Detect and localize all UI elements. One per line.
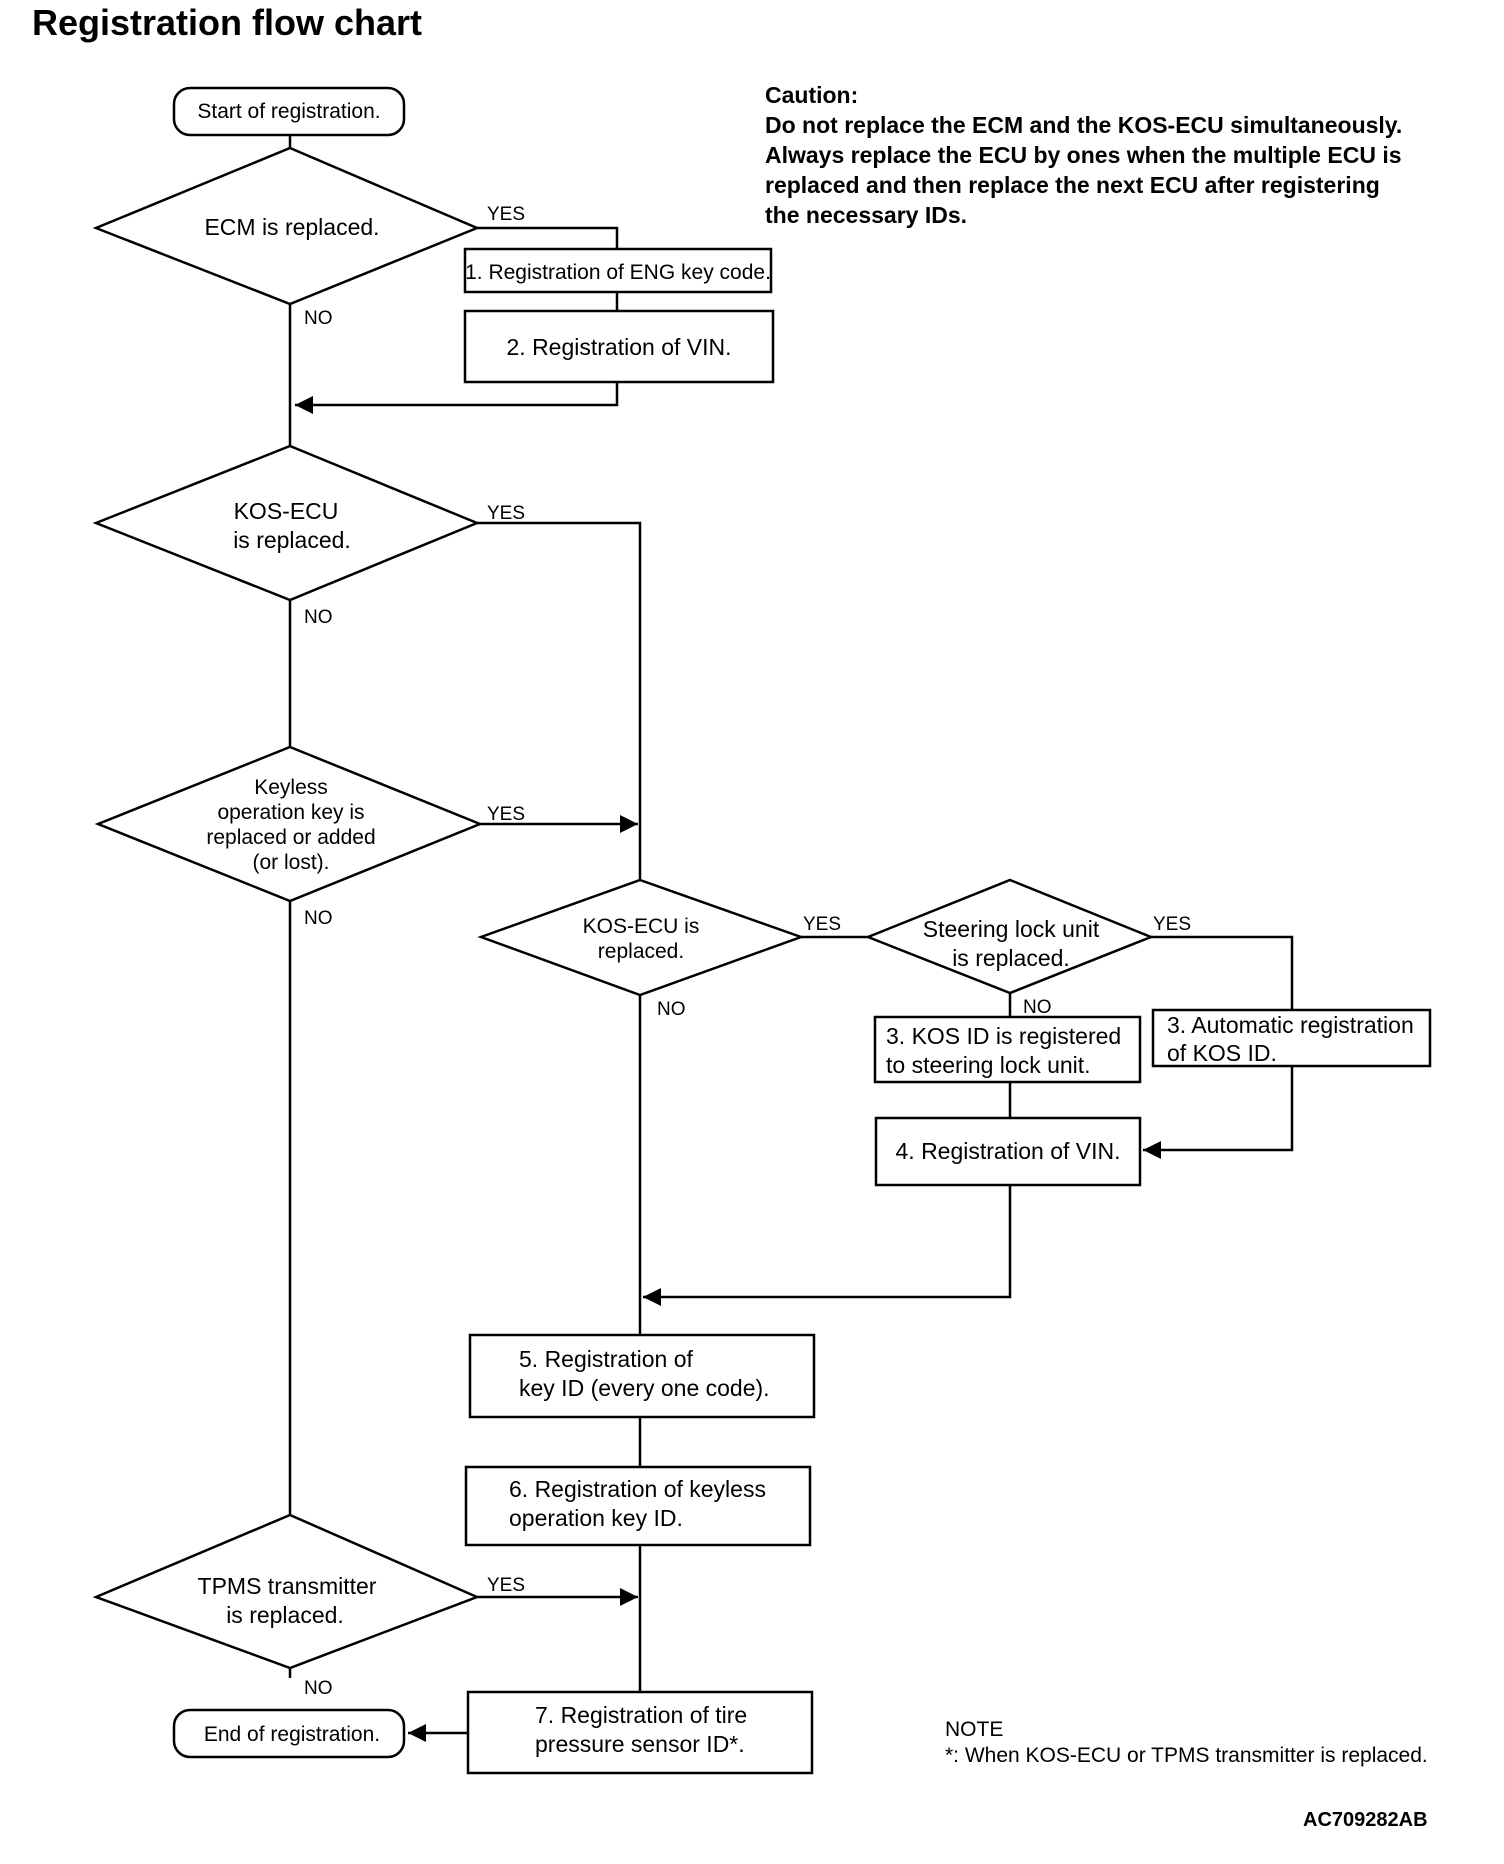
decision-label: ECM is replaced. [204,214,379,240]
yes-label: YES [1153,914,1191,935]
decision-kos-ecu-replaced-2: KOS-ECU is replaced. [477,878,805,997]
process-reg-key-id: 5. Registration of key ID (every one cod… [468,1333,816,1419]
yes-label: YES [487,804,525,825]
decision-tpms-replaced: TPMS transmitter is replaced. [92,1513,481,1670]
caution-line: Always replace the ECU by ones when the … [765,142,1402,168]
decision-ecm-replaced: ECM is replaced. [92,146,481,306]
process-label: 5. Registration of [519,1346,693,1372]
process-label: 2. Registration of VIN. [507,334,732,360]
caution-line: replaced and then replace the next ECU a… [765,172,1380,198]
process-label: to steering lock unit. [886,1052,1091,1078]
process-label: operation key ID. [509,1505,683,1531]
no-label: NO [1023,997,1052,1018]
page-title: Registration flow chart [32,2,423,43]
decision-label: (or lost). [252,851,329,874]
yes-label: YES [803,914,841,935]
yes-label: YES [487,1575,525,1596]
decision-label: is replaced. [226,1602,344,1628]
process-reg-tire-sensor-id: 7. Registration of tire pressure sensor … [466,1690,814,1775]
yes-label: YES [487,204,525,225]
note-heading: NOTE [945,1718,1004,1741]
decision-label: replaced or added [206,826,375,849]
process-label: 1. Registration of ENG key code. [465,261,771,284]
end-terminal: End of registration. [172,1708,406,1759]
process-label: 3. Automatic registration [1167,1012,1414,1038]
decision-label: replaced. [598,940,684,963]
process-label: of KOS ID. [1167,1040,1277,1066]
no-label: NO [304,1678,333,1699]
process-reg-eng-key-code: 1. Registration of ENG key code. [463,247,773,294]
decision-label: operation key is [217,801,364,824]
end-label: End of registration. [204,1723,380,1746]
process-reg-vin-1: 2. Registration of VIN. [463,309,775,384]
process-label: 3. KOS ID is registered [886,1023,1121,1049]
process-label: 7. Registration of tire [535,1702,747,1728]
figure-code: AC709282AB [1303,1809,1428,1831]
process-reg-vin-2: 4. Registration of VIN. [874,1116,1142,1187]
decision-label: KOS-ECU [234,498,339,524]
process-label: 6. Registration of keyless [509,1476,766,1502]
no-label: NO [657,999,686,1020]
note-text: *: When KOS-ECU or TPMS transmitter is r… [945,1744,1428,1767]
process-label: 4. Registration of VIN. [896,1138,1121,1164]
decision-label: is replaced. [233,527,351,553]
decision-kos-ecu-replaced: KOS-ECU is replaced. [92,444,481,602]
yes-label: YES [487,503,525,524]
process-reg-keyless-key-id: 6. Registration of keyless operation key… [464,1465,812,1547]
decision-label: is replaced. [952,945,1070,971]
caution-heading: Caution: [765,82,859,108]
start-terminal: Start of registration. [172,86,406,137]
decision-label: Keyless [254,776,328,799]
process-label: key ID (every one code). [519,1375,770,1401]
process-label: pressure sensor ID*. [535,1731,745,1757]
note-block: NOTE *: When KOS-ECU or TPMS transmitter… [945,1717,1428,1769]
process-auto-reg-kos-id: 3. Automatic registration of KOS ID. [1151,1008,1432,1068]
caution-line: the necessary IDs. [765,202,968,228]
decision-keyless-key-replaced: Keyless operation key is replaced or add… [94,745,484,903]
no-label: NO [304,908,333,929]
decision-steering-lock-replaced: Steering lock unit is replaced. [864,878,1155,995]
caution-block: Caution: Do not replace the ECM and the … [765,80,1402,230]
process-kos-id-registered: 3. KOS ID is registered to steering lock… [873,1015,1142,1084]
decision-label: Steering lock unit [923,916,1100,942]
decision-label: TPMS transmitter [198,1573,377,1599]
caution-line: Do not replace the ECM and the KOS-ECU s… [765,112,1403,138]
start-label: Start of registration. [197,100,380,123]
decision-label: KOS-ECU is [583,915,700,938]
no-label: NO [304,607,333,628]
no-label: NO [304,308,333,329]
connector-lines [288,135,1294,1742]
